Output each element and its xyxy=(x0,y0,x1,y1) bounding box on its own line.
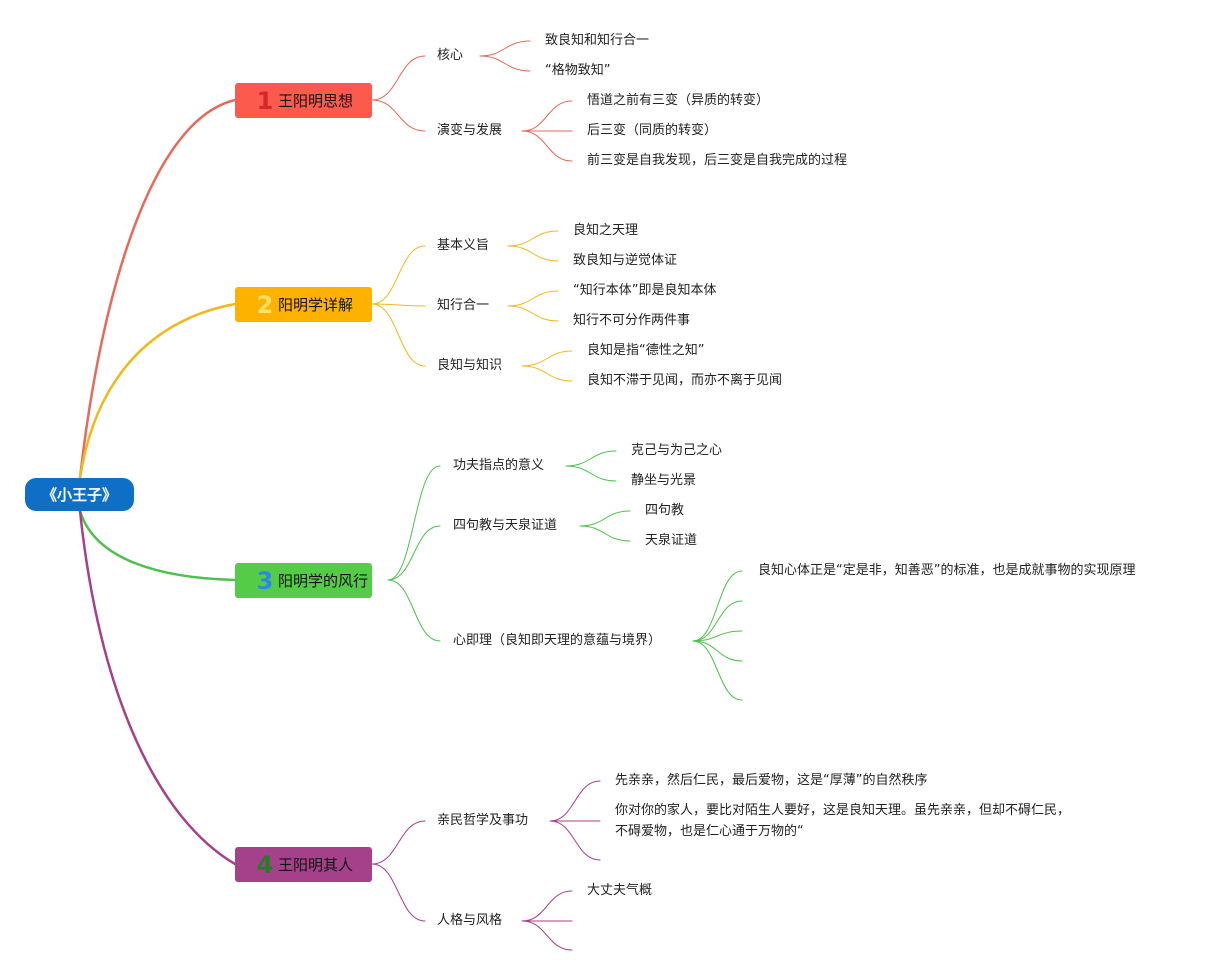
leaf-1-1-1[interactable]: 致良知和知行合一 xyxy=(545,33,650,48)
leaf-4-2-1[interactable]: 大丈夫气概 xyxy=(587,883,653,898)
leaf-4-1-2[interactable]: 你对你的家人，要比对陌生人要好，这是良知天理。虽先亲亲，但却不碍仁民， 不碍爱物… xyxy=(615,803,1071,839)
leaf-4-1-1[interactable]: 先亲亲，然后仁民，最后爱物，这是“厚薄”的自然秩序 xyxy=(615,773,928,788)
leaf-3-2-2[interactable]: 天泉证道 xyxy=(645,533,698,548)
link-3-3-1 xyxy=(692,570,743,642)
leaf-3-3-1[interactable]: 良知心体正是“定是非，知善恶”的标准，也是成就事物的实现原理 xyxy=(758,563,1136,578)
link-root-4 xyxy=(78,509,237,866)
leaf-2-3-2[interactable]: 良知不滞于见闻，而亦不离于见闻 xyxy=(587,373,783,388)
branch-number-2: 2 xyxy=(256,290,274,319)
link-3-3-4 xyxy=(692,640,743,662)
sub-node-1-2[interactable]: 演变与发展 xyxy=(437,123,503,138)
sub-node-4-1[interactable]: 亲民哲学及事功 xyxy=(437,813,529,828)
link-2-3-2 xyxy=(521,365,573,382)
branch-label-1: 王阳明思想 xyxy=(278,92,354,110)
sub-node-2-3[interactable]: 良知与知识 xyxy=(437,358,503,373)
leaf-2-2-2[interactable]: 知行不可分作两件事 xyxy=(573,313,691,328)
branch-label-3: 阳明学的风行 xyxy=(278,572,369,590)
leaf-1-1-2[interactable]: “格物致知” xyxy=(545,63,611,78)
link-3-2-1 xyxy=(579,510,631,527)
leaf-1-2-1[interactable]: 悟道之前有三变（异质的转变） xyxy=(587,93,770,108)
leaf-1-2-2[interactable]: 后三变（同质的转变） xyxy=(587,123,718,138)
link-1-1-1 xyxy=(479,40,531,57)
link-root-1 xyxy=(78,98,237,480)
leaf-3-1-2[interactable]: 静坐与光景 xyxy=(631,473,697,488)
link-1-2-3 xyxy=(521,130,573,162)
leaf-2-1-2[interactable]: 致良知与逆觉体证 xyxy=(573,253,678,268)
link-2-2 xyxy=(371,303,426,307)
link-3-1-1 xyxy=(565,450,617,467)
branch-number-1: 1 xyxy=(256,86,274,115)
link-4-2 xyxy=(371,863,426,922)
sub-node-3-3[interactable]: 心即理（良知即天理的意蕴与境界） xyxy=(453,633,662,648)
sub-node-2-1[interactable]: 基本义旨 xyxy=(437,238,490,253)
link-1-2-1 xyxy=(521,100,573,132)
sub-node-1-1[interactable]: 核心 xyxy=(437,48,464,63)
branch-node-1[interactable]: 1 王阳明思想 xyxy=(235,83,372,118)
leaf-3-2-1[interactable]: 四句教 xyxy=(645,503,685,518)
sub-node-3-1[interactable]: 功夫指点的意义 xyxy=(453,458,545,473)
link-2-1-1 xyxy=(507,230,559,247)
root-node[interactable]: 《小王子》 xyxy=(25,478,134,511)
leaf-1-2-3[interactable]: 前三变是自我发现，后三变是自我完成的过程 xyxy=(587,153,848,168)
branch-number-3: 3 xyxy=(256,566,274,595)
branch-label-4: 王阳明其人 xyxy=(278,856,354,874)
link-3-3-5 xyxy=(692,640,743,701)
link-4-1 xyxy=(371,820,426,865)
link-3-3 xyxy=(387,579,441,642)
link-2-1-2 xyxy=(507,245,559,262)
link-3-2 xyxy=(387,525,441,581)
leaf-2-3-1[interactable]: 良知是指“德性之知” xyxy=(587,343,705,358)
link-4-2-3 xyxy=(521,920,573,951)
link-3-1 xyxy=(387,465,441,581)
link-3-3-2 xyxy=(692,600,743,642)
link-2-2-1 xyxy=(507,290,559,307)
link-3-1-2 xyxy=(565,465,617,482)
link-root-3 xyxy=(78,509,237,582)
link-4-2-1 xyxy=(521,890,573,922)
leaf-2-2-1[interactable]: “知行本体”即是良知本体 xyxy=(573,283,717,298)
root-label: 《小王子》 xyxy=(41,486,117,504)
link-2-3 xyxy=(371,303,426,367)
link-root-2 xyxy=(78,302,237,480)
branch-node-4[interactable]: 4 王阳明其人 xyxy=(235,847,372,882)
link-1-1-2 xyxy=(479,55,531,72)
leaf-3-1-1[interactable]: 克己与为己之心 xyxy=(631,443,723,458)
link-1-1 xyxy=(371,55,426,101)
leaf-2-1-1[interactable]: 良知之天理 xyxy=(573,223,639,238)
branch-node-2[interactable]: 2 阳明学详解 xyxy=(235,287,372,322)
link-1-2 xyxy=(371,99,426,132)
branch-label-2: 阳明学详解 xyxy=(278,296,354,314)
sub-node-2-2[interactable]: 知行合一 xyxy=(437,298,490,313)
branch-number-4: 4 xyxy=(256,850,274,879)
link-3-2-2 xyxy=(579,525,631,542)
link-2-2-2 xyxy=(507,305,559,322)
link-4-1-3 xyxy=(549,820,601,861)
branch-node-3[interactable]: 3 阳明学的风行 xyxy=(235,563,372,598)
sub-node-3-2[interactable]: 四句教与天泉证道 xyxy=(453,518,558,533)
link-2-3-1 xyxy=(521,350,573,367)
link-3-3-3 xyxy=(692,630,743,642)
link-2-1 xyxy=(371,245,426,305)
link-4-1-1 xyxy=(549,780,601,822)
sub-node-4-2[interactable]: 人格与风格 xyxy=(437,913,503,928)
